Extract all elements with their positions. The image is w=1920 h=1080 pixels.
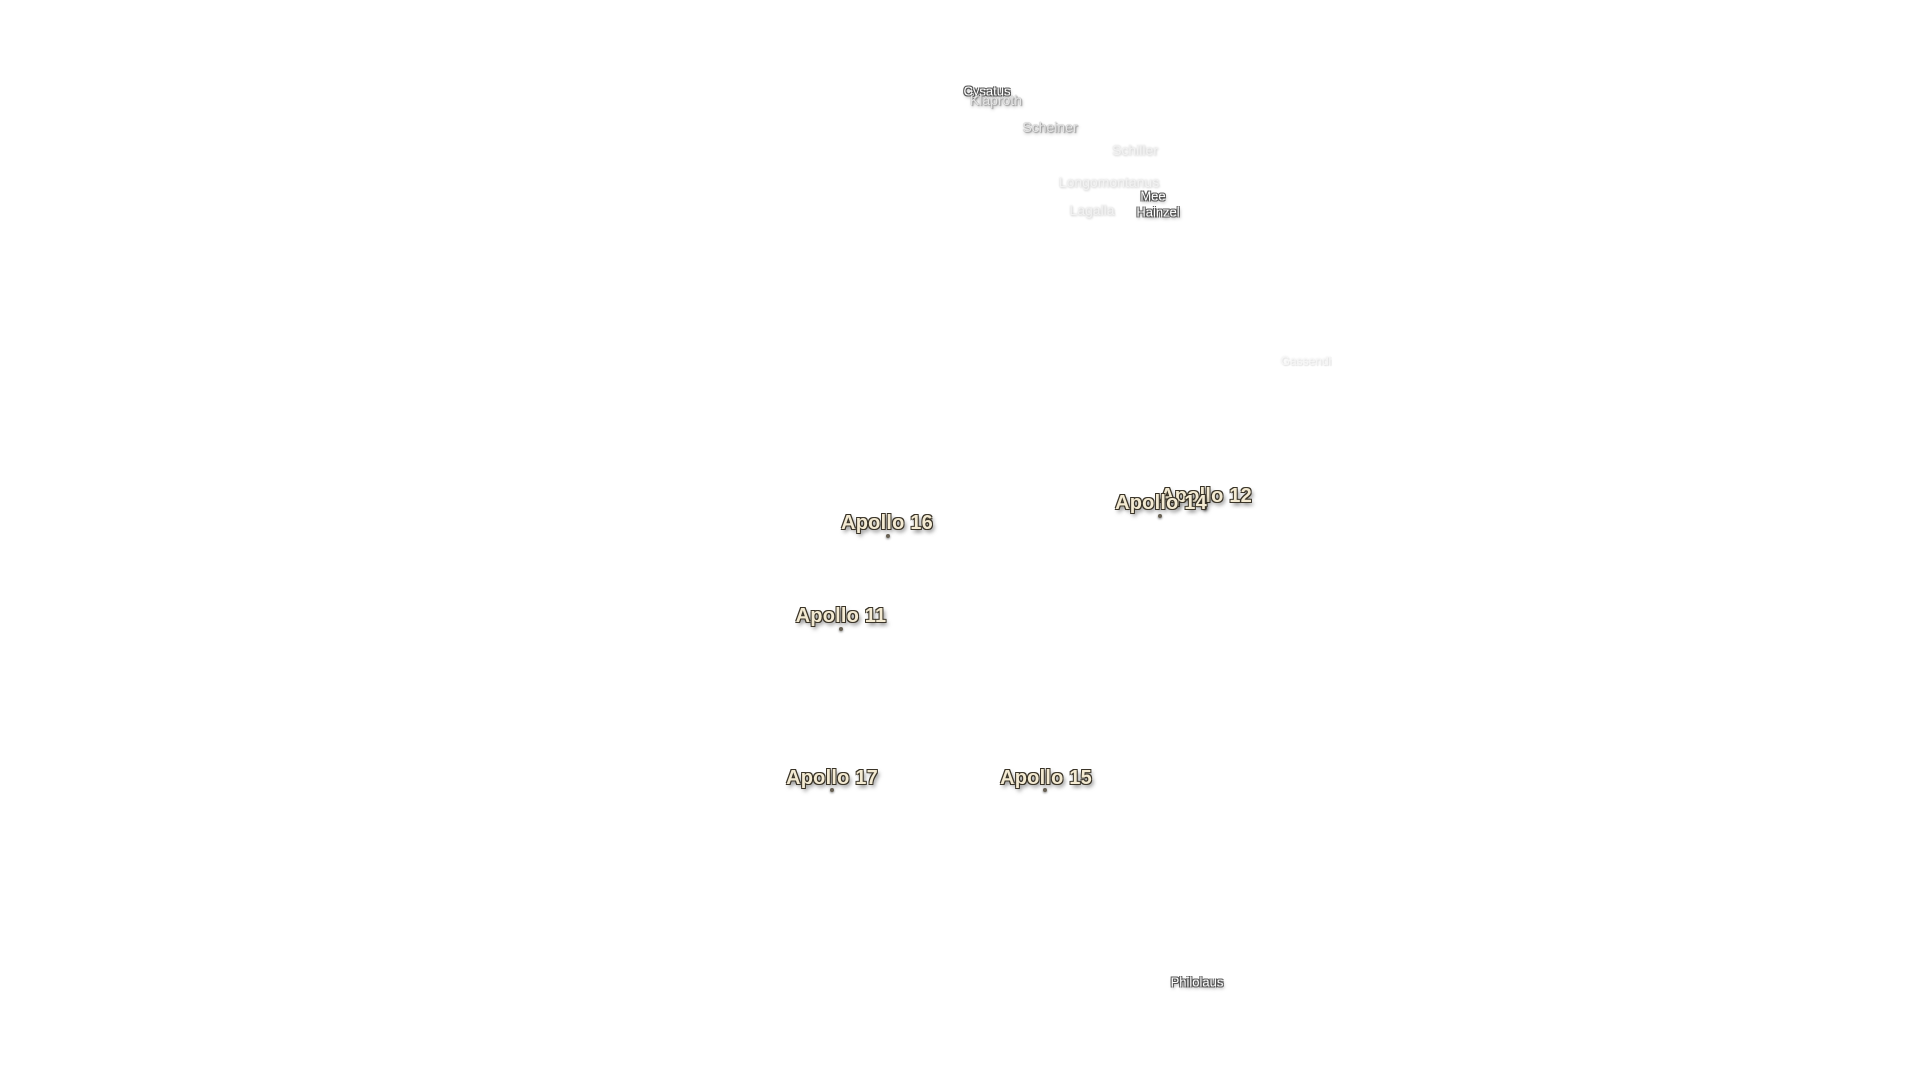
apollo-16-label[interactable]: Apollo 16 (841, 512, 933, 534)
apollo-11-marker[interactable] (839, 627, 843, 631)
crater-label-cysatus[interactable]: Cysatus (963, 83, 1011, 99)
crater-label-longomontanus[interactable]: Longomontanus (1058, 174, 1160, 190)
apollo-12-marker[interactable] (1203, 506, 1207, 510)
crater-label-scheiner[interactable]: Scheiner (1022, 119, 1078, 135)
apollo-17-marker[interactable] (830, 788, 834, 792)
crater-label-klaproth[interactable]: Klaproth (969, 92, 1023, 108)
apollo-15-marker[interactable] (1043, 788, 1047, 792)
crater-label-schiller[interactable]: Schiller (1112, 142, 1158, 158)
apollo-16-marker[interactable] (886, 534, 890, 538)
crater-label-hainzel[interactable]: Hainzel (1136, 204, 1180, 220)
crater-label-mee[interactable]: Mee (1140, 188, 1166, 204)
crater-label-lagalla[interactable]: Lagalla (1069, 202, 1115, 218)
apollo-14-label[interactable]: Apollo 14 (1115, 492, 1207, 514)
apollo-15-label[interactable]: Apollo 15 (1000, 767, 1092, 789)
apollo-12-label[interactable]: Apollo 12 (1160, 485, 1252, 507)
crater-label-gassendi[interactable]: Gassendi (1280, 354, 1332, 368)
apollo-11-label[interactable]: Apollo 11 (795, 605, 887, 627)
apollo-17-label[interactable]: Apollo 17 (786, 767, 878, 789)
apollo-14-marker[interactable] (1158, 514, 1162, 518)
crater-label-philolaus[interactable]: Philolaus (1170, 974, 1224, 990)
